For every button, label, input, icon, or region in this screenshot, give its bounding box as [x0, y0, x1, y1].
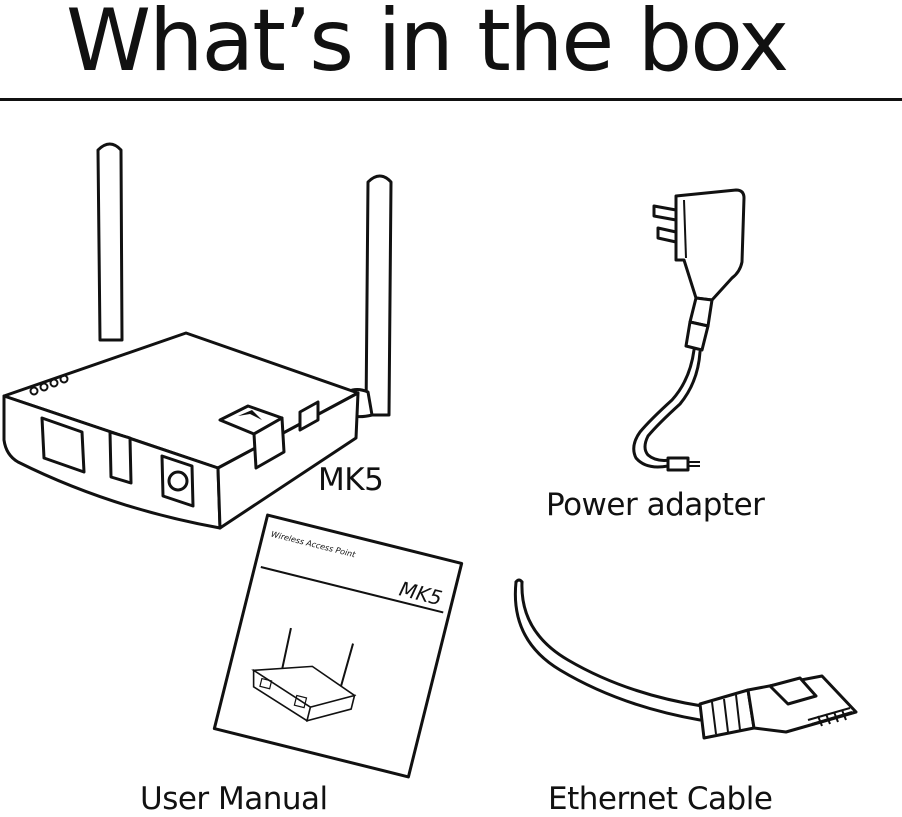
title-divider: [0, 98, 902, 101]
ethernet-cable-label: Ethernet Cable: [548, 781, 773, 817]
page-title: What’s in the box: [66, 0, 789, 91]
router-label: MK5: [318, 462, 384, 498]
user-manual-label: User Manual: [140, 781, 328, 817]
power-adapter-label: Power adapter: [546, 487, 765, 523]
